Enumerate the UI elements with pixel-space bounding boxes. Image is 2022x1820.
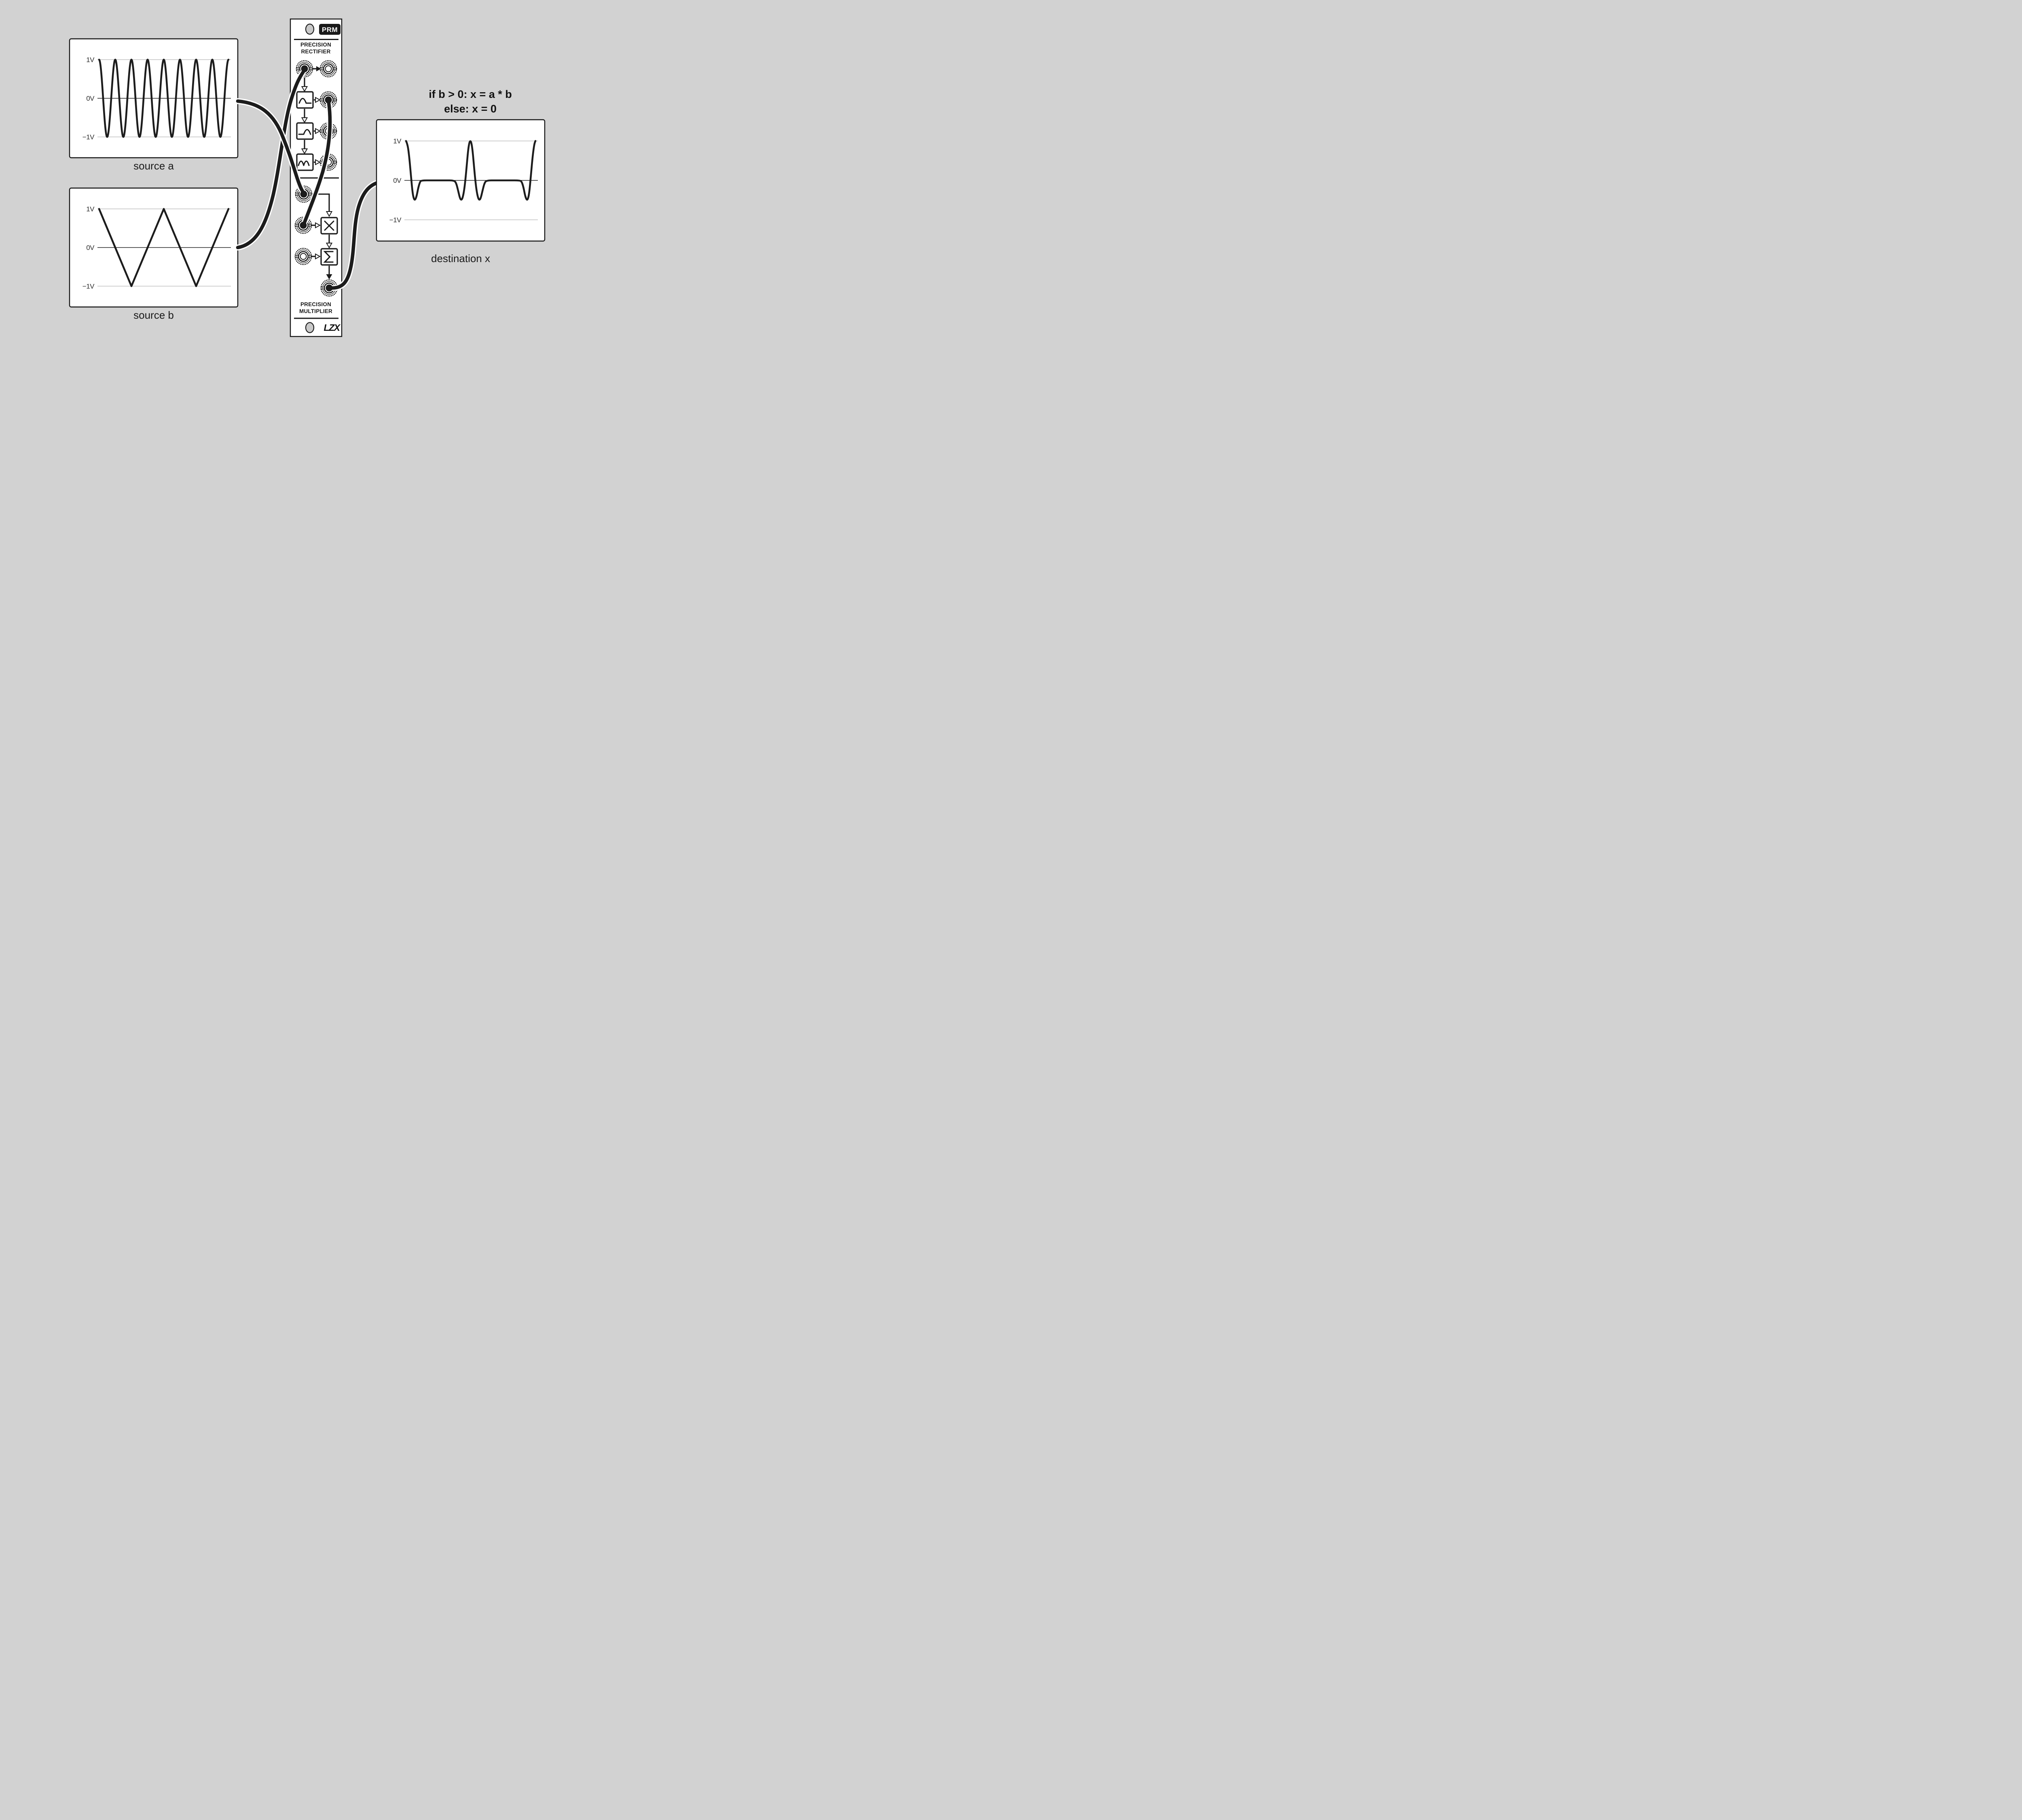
axis-tick-0V: 0V xyxy=(86,95,95,102)
arrow-down-3-icon xyxy=(301,148,308,154)
module-badge-label: PRM xyxy=(322,26,338,34)
source-a-caption: source a xyxy=(133,160,174,172)
sigma-icon xyxy=(323,251,334,263)
screw-icon-bottom xyxy=(305,322,315,333)
multiplier-title-line1: PRECISION xyxy=(300,301,331,307)
arrow-down-1-icon xyxy=(301,86,308,92)
neg-out-arrow-icon xyxy=(315,128,321,134)
pos-out-arrow-icon xyxy=(315,97,321,103)
axis-tick-0V: 0V xyxy=(86,244,95,252)
patch-diagram: 1V 0V −1V 1V 0V −1V PRM PRECISION RECTIFIER xyxy=(0,0,634,357)
axis-tick-1V: 1V xyxy=(86,56,95,64)
axis-tick-1V: 1V xyxy=(86,205,95,213)
rect_pos_out-plug xyxy=(325,96,332,104)
sum-input-jack xyxy=(294,248,312,265)
thru-arrow-icon xyxy=(316,66,321,72)
rect_input-plug xyxy=(301,65,308,72)
source-b-waveform-area: 1V 0V −1V xyxy=(82,205,231,290)
formula-line1: if b > 0: x = a * b xyxy=(429,88,512,100)
destination-x-plot: 1V 0V −1V xyxy=(376,119,546,242)
mult_in_a-plug xyxy=(300,190,307,198)
axis-tick-0V: 0V xyxy=(393,177,402,184)
brand-logo: LZX xyxy=(324,322,341,333)
axis-tick-1V: 1V xyxy=(393,138,402,145)
output-plug xyxy=(326,284,333,292)
multiplier-title-line2: MULTIPLIER xyxy=(299,308,332,314)
axis-tick-−1V: −1V xyxy=(82,133,95,141)
arrow-down-4-icon xyxy=(326,243,333,249)
sum-in-arrow-icon xyxy=(315,253,321,260)
full-out-arrow-icon xyxy=(315,159,321,165)
destination-x-waveform-area: 1V 0V −1V xyxy=(389,138,538,224)
source-b-caption: source b xyxy=(133,309,174,321)
source_a-waveform xyxy=(98,59,230,138)
cable-source-b-to-rectifier xyxy=(235,66,308,251)
source-a-waveform-area: 1V 0V −1V xyxy=(82,56,231,141)
formula-line2: else: x = 0 xyxy=(444,103,497,115)
elbow-arrow-icon xyxy=(326,211,333,217)
arrow-down-2-icon xyxy=(301,117,308,123)
positive-half-wave-icon xyxy=(298,98,312,104)
destination_x-waveform xyxy=(405,140,537,201)
rectifier-title-line1: PRECISION xyxy=(300,42,331,48)
multiply-icon xyxy=(324,220,334,231)
source-a-plot: 1V 0V −1V xyxy=(69,38,239,159)
source-b-plot: 1V 0V −1V xyxy=(69,187,239,308)
cable-rectifier-to-multiplier xyxy=(300,97,333,228)
axis-tick-−1V: −1V xyxy=(389,216,402,224)
screw-icon xyxy=(305,23,315,35)
negative-half-wave-icon xyxy=(298,129,311,135)
diagram-canvas: 1V 0V −1V 1V 0V −1V PRM PRECISION RECTIFIER xyxy=(0,0,634,357)
cable-output-to-destination xyxy=(326,179,383,291)
axis-tick-−1V: −1V xyxy=(82,283,95,290)
full-wave-icon xyxy=(298,161,310,166)
mult-in-arrow-icon xyxy=(315,222,321,229)
module-badge xyxy=(319,24,341,35)
rectifier-thru-jack xyxy=(319,60,337,78)
rectifier-title-line2: RECTIFIER xyxy=(301,49,330,55)
output-arrow-icon xyxy=(326,274,332,279)
destination-x-caption: destination x xyxy=(431,252,490,265)
plug-layer xyxy=(300,65,333,292)
mult_in_b-plug xyxy=(300,222,307,229)
cable-source-a-to-multiplier xyxy=(235,98,307,196)
source_b-waveform xyxy=(98,208,230,287)
